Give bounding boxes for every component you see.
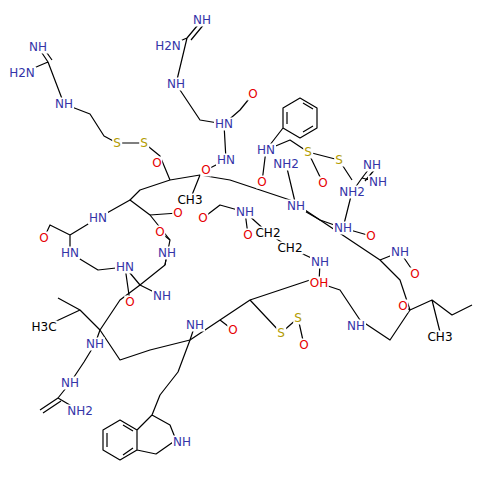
atom-label: NH: [310, 256, 330, 269]
atom-label: O: [197, 212, 208, 225]
atom-label: O: [227, 324, 238, 337]
atom-label: O: [200, 164, 211, 177]
atom-label: S: [276, 327, 286, 340]
atom-label: NH: [192, 14, 212, 27]
atom-label: O: [298, 339, 309, 352]
atom-label: NH: [28, 41, 48, 54]
atom-label: HN: [216, 154, 236, 167]
atom-label: O: [154, 226, 165, 239]
atom-label: HN: [214, 118, 234, 131]
atom-label: O: [124, 296, 135, 309]
atom-label: HN: [115, 261, 135, 274]
atom-label: S: [112, 137, 122, 150]
atom-label: NH2: [338, 186, 366, 199]
atom-label: NH: [235, 206, 255, 219]
atom-label: NH: [346, 320, 366, 333]
atom-label: O: [38, 232, 49, 245]
atom-label: NH: [157, 247, 177, 260]
atom-label: NH: [390, 246, 410, 259]
atom-label: S: [139, 137, 149, 150]
atom-label: O: [247, 88, 258, 101]
atom-label: OH: [309, 277, 329, 290]
atom-label: HN: [88, 212, 108, 225]
atom-label: O: [397, 300, 408, 313]
atom-label: NH: [85, 338, 105, 351]
atom-label: H2N: [8, 67, 36, 80]
atom-label: HN: [256, 144, 276, 157]
atom-label: NH2: [272, 158, 300, 171]
atom-label: O: [317, 177, 328, 190]
atom-label: CH3: [426, 331, 453, 344]
atom-label: NH: [368, 176, 388, 189]
atom-label: H2N: [154, 40, 182, 53]
atom-label: NH: [362, 159, 382, 172]
atom-label: O: [256, 176, 267, 189]
atom-label: S: [303, 146, 313, 159]
atom-label: NH2: [66, 405, 94, 418]
atom-label: O: [409, 268, 420, 281]
bond-lines: [22, 20, 472, 460]
atom-label: NH: [185, 319, 205, 332]
atom-label: CH2: [254, 227, 281, 240]
atom-label: H3C: [30, 321, 57, 334]
atom-label: NH: [166, 78, 186, 91]
atom-label: HN: [60, 247, 80, 260]
atom-label: O: [151, 157, 162, 170]
atom-label: NH: [333, 222, 353, 235]
atom-label: NH: [286, 200, 306, 213]
atom-label: NH: [54, 98, 74, 111]
atom-label: NH: [152, 290, 172, 303]
atom-label: CH2: [276, 242, 303, 255]
atom-label: S: [334, 154, 344, 167]
atom-label: S: [293, 312, 303, 325]
atom-label: NH: [60, 377, 80, 390]
atom-label: NH: [172, 436, 192, 449]
atom-label: O: [172, 207, 183, 220]
atom-label: O: [242, 229, 253, 242]
atom-label: CH3: [176, 194, 203, 207]
atom-label: O: [365, 230, 376, 243]
